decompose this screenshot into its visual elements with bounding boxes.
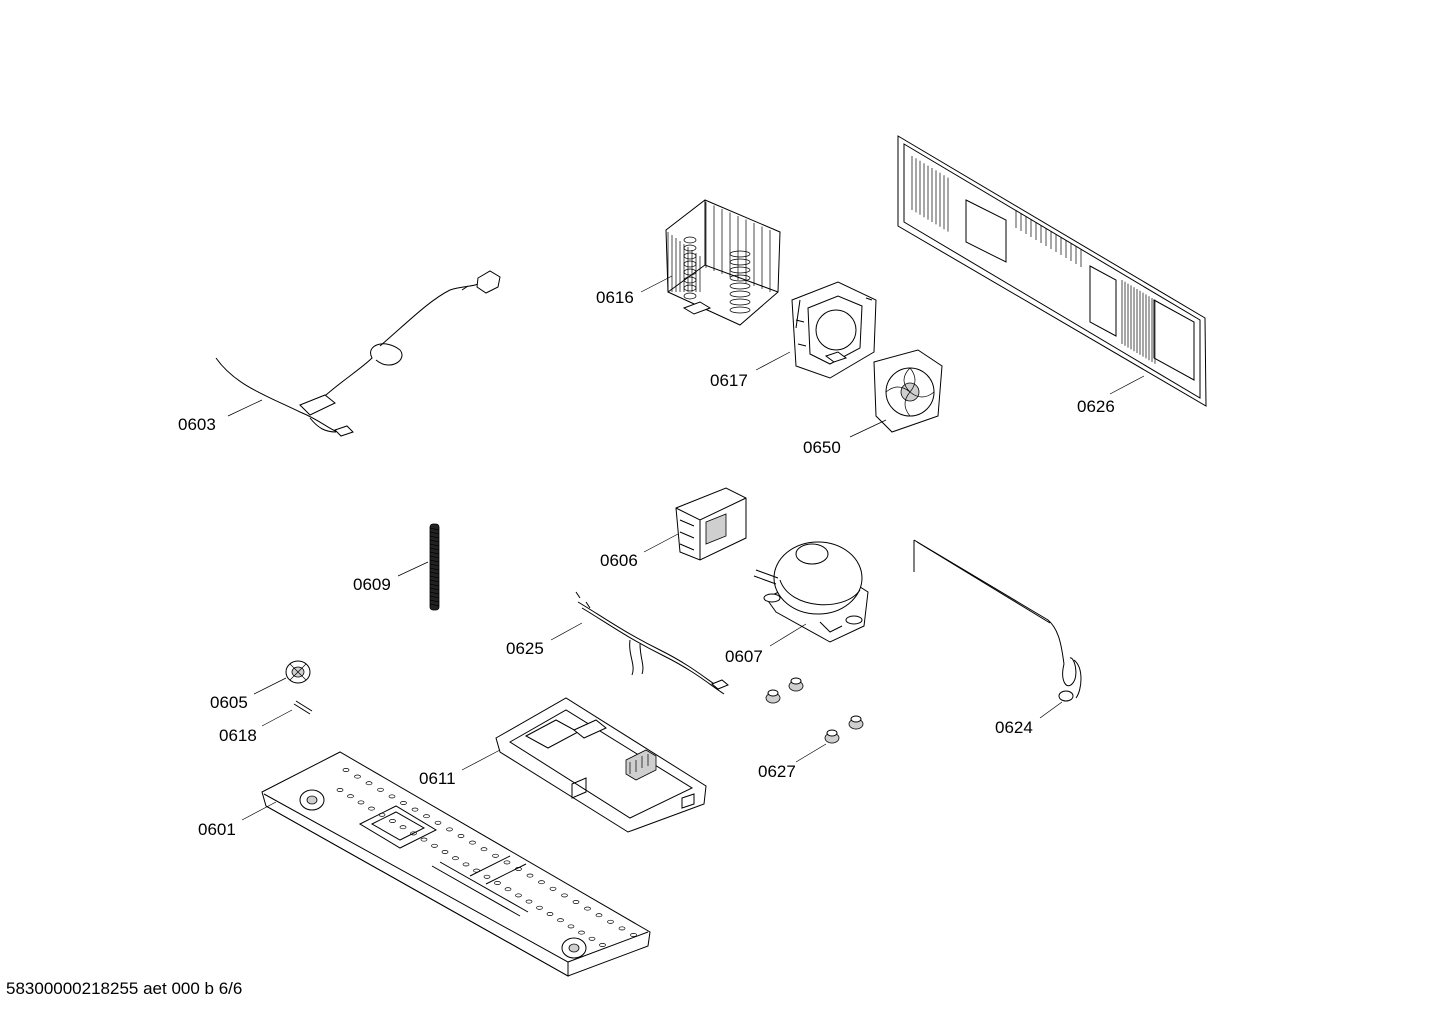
label-0609: 0609: [353, 575, 391, 594]
pipe-drawing: [913, 539, 1082, 702]
leader-0650: [849, 419, 887, 438]
leader-0625: [550, 622, 583, 641]
drawing-reference-footer: 58300000218255 aet 000 b 6/6: [6, 979, 243, 998]
label-0605: 0605: [210, 693, 248, 712]
leader-0605: [253, 677, 287, 695]
leader-0609: [397, 561, 429, 577]
axle-pin-drawing: [293, 700, 313, 715]
relay-unit-drawing: [675, 487, 747, 561]
label-0627: 0627: [758, 762, 796, 781]
label-0611: 0611: [419, 769, 456, 788]
label-0625: 0625: [506, 639, 544, 658]
label-0603: 0603: [178, 415, 216, 434]
leader-0606: [643, 533, 679, 553]
fan-drawing: [873, 349, 943, 433]
label-0601: 0601: [198, 820, 236, 839]
leader-0601: [241, 801, 277, 821]
label-0607: 0607: [725, 647, 763, 666]
label-0650: 0650: [803, 438, 841, 457]
label-0626: 0626: [1077, 397, 1115, 416]
leader-0618: [261, 709, 293, 727]
fan-frame-drawing: [791, 281, 877, 379]
leader-0624: [1039, 701, 1063, 719]
power-cable-drawing: [215, 270, 501, 437]
evaporation-tray-drawing: [495, 697, 707, 833]
label-0606: 0606: [600, 551, 638, 570]
condenser-drawing: [665, 199, 781, 326]
leader-0603: [227, 399, 263, 417]
label-0624: 0624: [995, 718, 1033, 737]
label-0618: 0618: [219, 726, 257, 745]
wiring-harness-drawing: [575, 591, 729, 695]
leader-0611: [461, 749, 501, 771]
label-0617: 0617: [710, 371, 748, 390]
threaded-rod-drawing: [429, 523, 440, 611]
leader-0626: [1109, 375, 1145, 395]
rubber-grommets-drawing: [765, 677, 864, 744]
leader-0616: [640, 275, 673, 293]
leader-0617: [755, 351, 791, 371]
leader-0607: [769, 623, 807, 647]
leader-0627: [795, 743, 827, 763]
rear-panel-drawing: [897, 135, 1207, 407]
compressor-drawing: [753, 541, 869, 643]
label-0616: 0616: [596, 288, 634, 307]
base-plate-drawing: [261, 751, 651, 977]
wheel-drawing: [285, 660, 311, 684]
